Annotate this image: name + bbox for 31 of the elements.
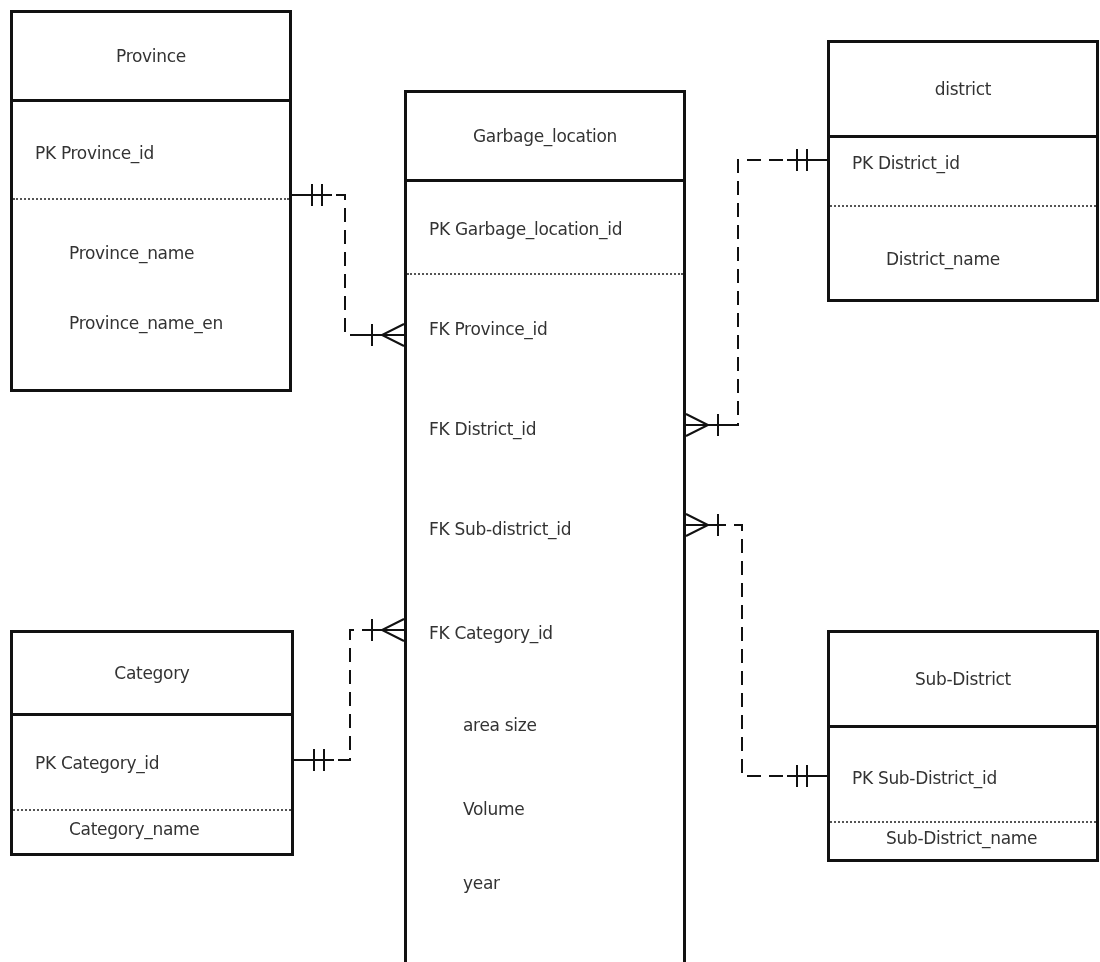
field-name: District_name <box>886 249 1000 269</box>
field-name: Category_name <box>69 819 200 839</box>
field-name: PK Category_id <box>35 753 160 773</box>
table-name: Garbage_location <box>472 126 618 146</box>
field-name: Sub-District_name <box>886 828 1038 848</box>
table-name: Province <box>116 46 186 66</box>
entity-table <box>10 630 294 856</box>
field-name: PK Garbage_location_id <box>429 219 623 239</box>
entity-table <box>404 90 686 962</box>
entity-table <box>10 10 292 392</box>
field-name: PK Sub-District_id <box>852 768 997 788</box>
field-name: FK Category_id <box>429 623 553 643</box>
field-name: FK Province_id <box>429 319 548 339</box>
relationship-line <box>291 183 405 347</box>
field-name: FK District_id <box>429 419 537 439</box>
field-name: FK Sub-district_id <box>429 519 572 539</box>
field-name: PK Province_id <box>35 143 154 163</box>
relationship-line <box>685 513 828 788</box>
entity-table <box>827 40 1099 302</box>
table-name: Sub-District <box>915 669 1011 689</box>
relationship-line <box>685 148 828 437</box>
field-name: Province_name_en <box>69 313 223 333</box>
field-name: Volume <box>463 799 525 819</box>
table-name: district <box>934 79 992 99</box>
field-name: year <box>463 873 500 893</box>
field-name: area size <box>463 715 537 735</box>
relationship-line <box>293 618 405 772</box>
field-name: Province_name <box>69 243 195 263</box>
table-name: Category <box>114 663 190 683</box>
entity-table <box>827 630 1099 862</box>
field-name: PK District_id <box>852 153 960 173</box>
